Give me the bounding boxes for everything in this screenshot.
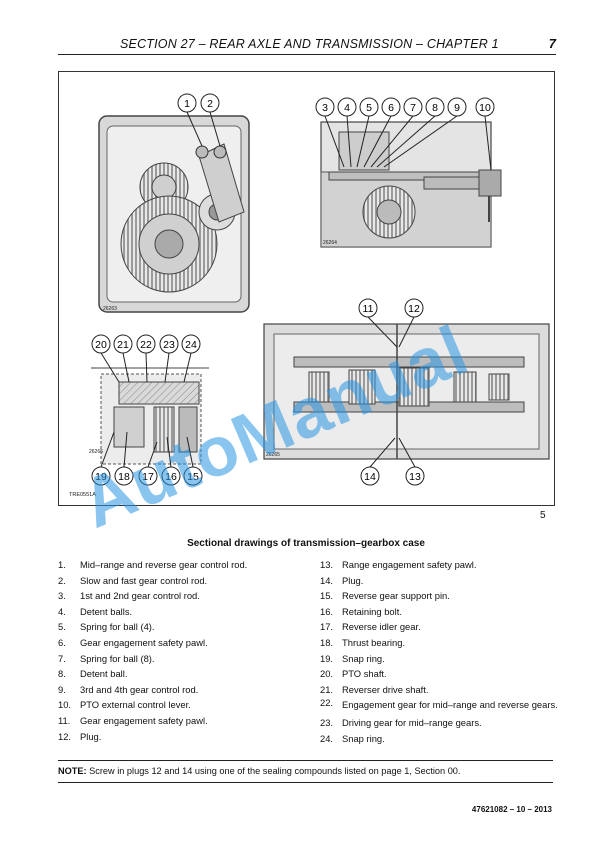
svg-text:23: 23 [163,339,175,351]
callout-1: 1 [177,93,203,147]
figure-number: 5 [540,510,546,521]
sectional-drawings: 26263 26264 26266 TRE0551A [69,93,550,498]
legend-item: 20.PTO shaft. [320,668,387,680]
page-header: SECTION 27 – REAR AXLE AND TRANSMISSION … [58,36,556,55]
legend-item: 24.Snap ring. [320,732,385,744]
note-text: Screw in plugs 12 and 14 using one of th… [86,766,461,776]
callout-24: 24 [181,334,201,383]
figure-frame: 26263 26264 26266 TRE0551A [58,71,555,506]
legend-item: 4.Detent balls. [58,605,133,617]
legend-item: 21.Reverser drive shaft. [320,683,429,695]
note-box: NOTE: Screw in plugs 12 and 14 using one… [58,760,553,783]
legend-left-column: 1.Mid–range and reverse gear control rod… [58,557,313,744]
legend-item: 9.3rd and 4th gear control rod. [58,683,199,695]
view-control-rods: 26264 [320,121,502,248]
legend-item: 10.PTO external control lever. [58,699,191,711]
legend-item: 5.Spring for ball (4). [58,621,155,633]
callout-7: 7 [370,97,423,168]
svg-text:5: 5 [366,102,372,114]
svg-text:26263: 26263 [103,306,117,312]
legend-item: 19.Snap ring. [320,652,385,664]
legend-item: 18.Thrust bearing. [320,636,406,648]
callout-21: 21 [113,334,133,383]
note-label: NOTE: [58,766,87,776]
svg-text:24: 24 [185,339,197,351]
callout-18: 18 [114,431,134,486]
legend-item: 6.Gear engagement safety pawl. [58,636,208,648]
legend-item: 16.Retaining bolt. [320,605,402,617]
callout-22: 22 [136,334,156,383]
callout-11: 11 [358,298,398,348]
svg-text:10: 10 [479,102,491,114]
callout-3: 3 [315,97,345,168]
svg-text:14: 14 [364,471,376,483]
legend-item: 13.Range engagement safety pawl. [320,559,477,570]
callout-20: 20 [91,334,120,383]
view-pto-shaft: 26266 TRE0551A [69,367,209,498]
view-front-gears: 26263 [98,115,250,313]
svg-text:22: 22 [140,339,152,351]
legend-right-column: 13.Range engagement safety pawl. 14.Plug… [320,557,560,746]
callout-6: 6 [363,97,401,168]
legend-item: 7.Spring for ball (8). [58,652,155,664]
svg-text:1: 1 [184,98,190,110]
legend-item: 15.Reverse gear support pin. [320,590,450,602]
view-longitudinal-section: 26265 [263,323,550,460]
callout-8: 8 [376,97,445,168]
svg-text:20: 20 [95,339,107,351]
svg-text:16: 16 [165,471,177,483]
svg-text:17: 17 [142,471,154,483]
legend-item: 17.Reverse idler gear. [320,621,421,633]
svg-text:4: 4 [344,102,350,114]
svg-text:7: 7 [410,102,416,114]
svg-text:18: 18 [118,471,130,483]
callout-19: 19 [91,431,115,486]
callout-12: 12 [398,298,424,348]
svg-text:26264: 26264 [323,240,337,246]
svg-text:11: 11 [363,303,374,315]
svg-text:6: 6 [388,102,394,114]
legend-item: 3.1st and 2nd gear control rod. [58,590,200,602]
callout-10: 10 [475,97,495,171]
callout-17: 17 [138,441,158,486]
svg-text:2: 2 [207,98,213,110]
callout-4: 4 [337,97,357,168]
svg-text:26265: 26265 [266,452,280,458]
callout-16: 16 [161,436,181,486]
legend-item: 8.Detent ball. [58,668,128,680]
section-title: SECTION 27 – REAR AXLE AND TRANSMISSION … [120,37,499,51]
callout-2: 2 [200,93,221,147]
callout-9: 9 [383,97,467,168]
legend-item: 1.Mid–range and reverse gear control rod… [58,559,248,570]
svg-text:3: 3 [322,102,328,114]
callouts: 1 2 3 4 5 6 7 8 9 10 20 21 22 23 24 19 1… [91,93,495,486]
svg-text:8: 8 [432,102,438,114]
legend-item: 14.Plug. [320,574,364,586]
svg-text:26266: 26266 [89,449,103,455]
svg-text:9: 9 [454,102,460,114]
legend-item: 2.Slow and fast gear control rod. [58,574,208,586]
legend-item: 11.Gear engagement safety pawl. [58,714,208,726]
callout-13: 13 [398,437,425,486]
document-code: 47621082 – 10 – 2013 [471,805,552,814]
svg-text:19: 19 [95,471,107,483]
callout-5: 5 [356,97,379,168]
legend-item: 22.Engagement gear for mid–range and rev… [320,697,558,711]
page-number: 7 [548,36,556,51]
svg-text:12: 12 [408,303,420,315]
callout-15: 15 [183,436,203,486]
svg-text:15: 15 [187,471,199,483]
svg-text:21: 21 [117,339,129,351]
figure-caption: Sectional drawings of transmission–gearb… [187,538,425,549]
callout-14: 14 [360,437,396,486]
callout-23: 23 [159,334,179,383]
legend-item: 12.Plug. [58,730,102,742]
svg-text:13: 13 [409,471,421,483]
legend-item: 23.Driving gear for mid–range gears. [320,716,482,728]
svg-text:TRE0551A: TRE0551A [69,492,96,498]
